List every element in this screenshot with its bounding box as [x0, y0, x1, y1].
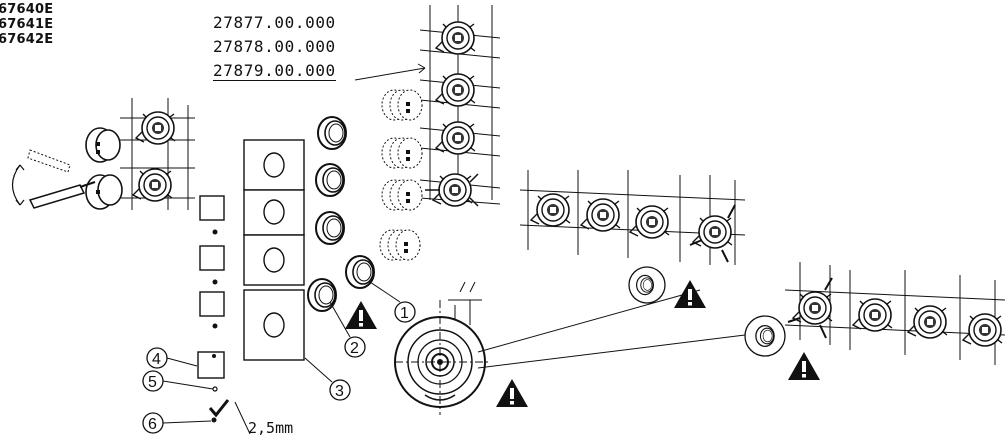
callout-number: 4 [152, 351, 161, 368]
cartridge-row-lower [784, 262, 1005, 365]
handle-knobs [197, 195, 230, 423]
callout-number: 6 [148, 416, 157, 433]
cover-plates [243, 139, 305, 361]
cartridge-column [419, 5, 501, 207]
callout-number: 5 [148, 374, 157, 391]
part-number: 27878.00.000 [213, 37, 336, 56]
hex-key-size-label: 2,5mm [248, 419, 294, 437]
left-cartridge-group [11, 98, 195, 210]
callout-markers: 4 5 6 1 2 3 [142, 281, 416, 435]
callout-number: 3 [335, 383, 344, 400]
dotted-cartridges [379, 89, 423, 261]
part-number: 27879.00.000 [213, 61, 336, 81]
callout-number: 1 [400, 305, 409, 322]
seal-rings [307, 116, 375, 312]
model-number: 67640E [0, 2, 54, 17]
callout-number: 2 [350, 340, 359, 357]
model-number: 67641E [0, 17, 54, 32]
part-number: 27877.00.000 [213, 13, 336, 32]
cartridge-row-upper [519, 170, 746, 265]
detail-view [394, 281, 746, 415]
model-number: 67642E [0, 32, 54, 47]
